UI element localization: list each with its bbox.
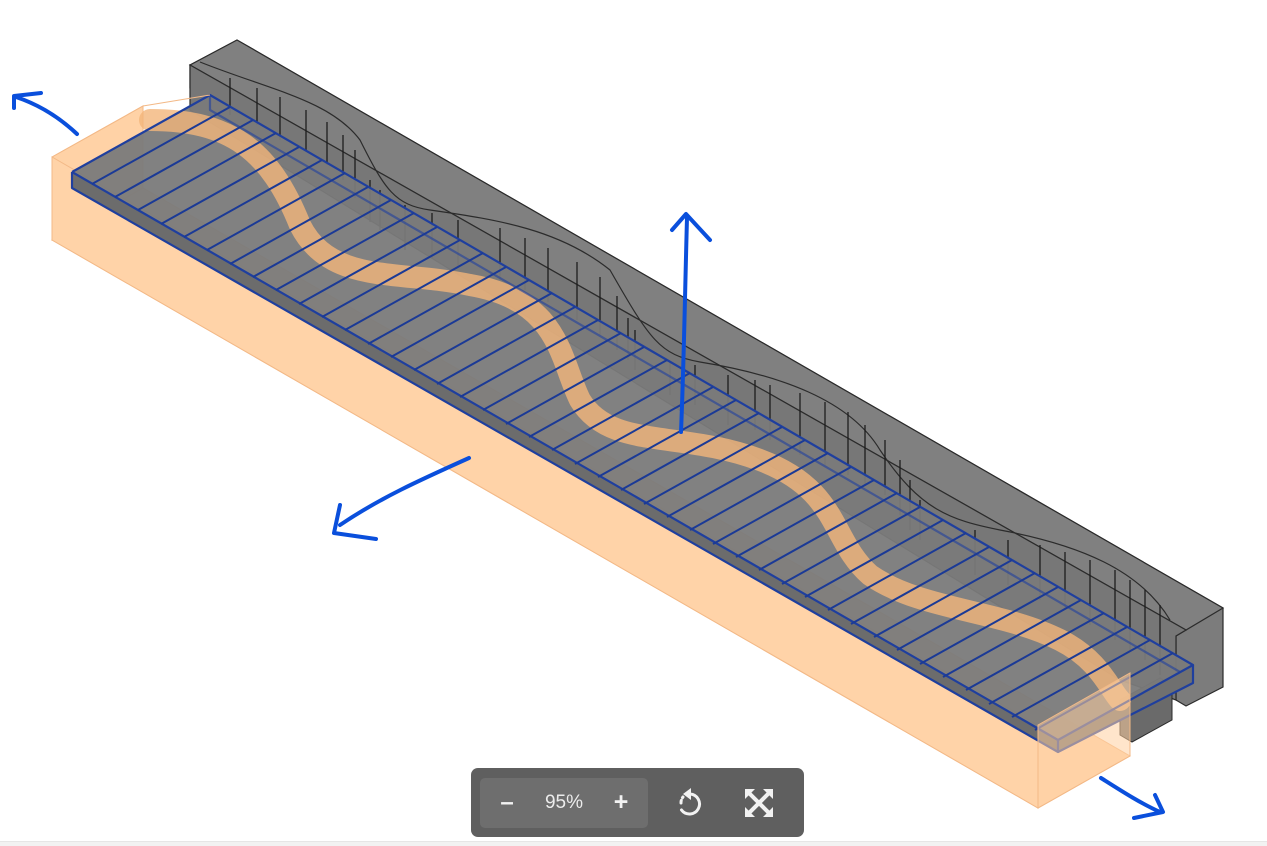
fullscreen-icon [745,789,773,817]
viewer-toolbar: – 95% + [471,768,804,837]
arrow-up-center-icon [670,212,712,434]
zoom-in-button[interactable]: + [613,787,629,816]
rotate-icon [679,788,701,816]
rebar-cage [70,93,1195,754]
zoom-controls: – 95% + [480,778,648,828]
zoom-out-button[interactable]: – [500,789,514,816]
arrow-lower-right-icon [1099,776,1165,820]
rotate-button[interactable] [673,786,707,820]
arrow-upper-left-icon [12,91,79,136]
arrow-lower-left-icon [332,456,471,541]
viewer-bottom-border [0,841,1267,846]
annotation-arrows [12,91,1165,820]
zoom-level: 95% [544,792,584,813]
bounding-box-front [51,94,1131,809]
fullscreen-button[interactable] [742,786,776,820]
